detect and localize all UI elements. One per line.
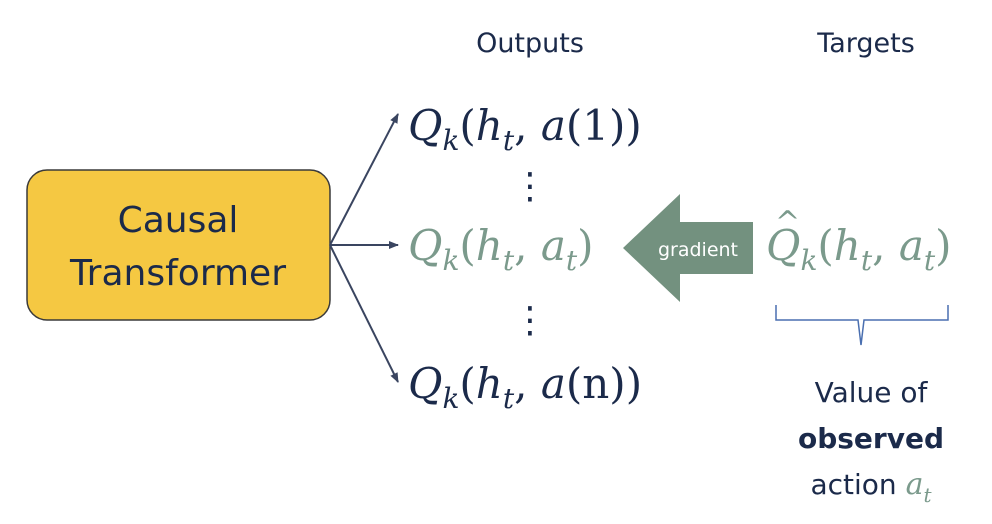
gradient-arrow-shape [623,194,753,302]
output-middle-expression: Qk(ht, at) [408,221,594,277]
arrow-to-first-output [329,113,399,246]
targets-header: Targets [816,28,915,59]
target-expression: ^ Qk(ht, at) [766,205,952,277]
target-q-expression: Qk(ht, at) [766,221,952,277]
vertical-ellipsis-bottom: ⋮ [512,300,548,341]
transformer-box [26,169,331,321]
transformer-label-line1: Causal [118,200,239,241]
gradient-label: gradient [658,239,738,261]
gradient-arrow: gradient [623,194,753,302]
vertical-ellipsis-top: ⋮ [512,166,548,207]
output-last-expression: Qk(ht, a(n)) [408,359,642,415]
note-line3: action at [810,467,932,507]
transformer-label-line2: Transformer [69,253,286,294]
note-line2: observed [798,422,944,455]
target-brace [775,305,949,346]
output-first-expression: Qk(ht, a(1)) [408,101,642,157]
note-line1: Value of [815,376,929,409]
hat-accent: ^ [775,205,800,240]
arrow-to-last-output [329,244,399,383]
outputs-header: Outputs [476,28,584,59]
causal-transformer-block: Causal Transformer [26,169,331,321]
